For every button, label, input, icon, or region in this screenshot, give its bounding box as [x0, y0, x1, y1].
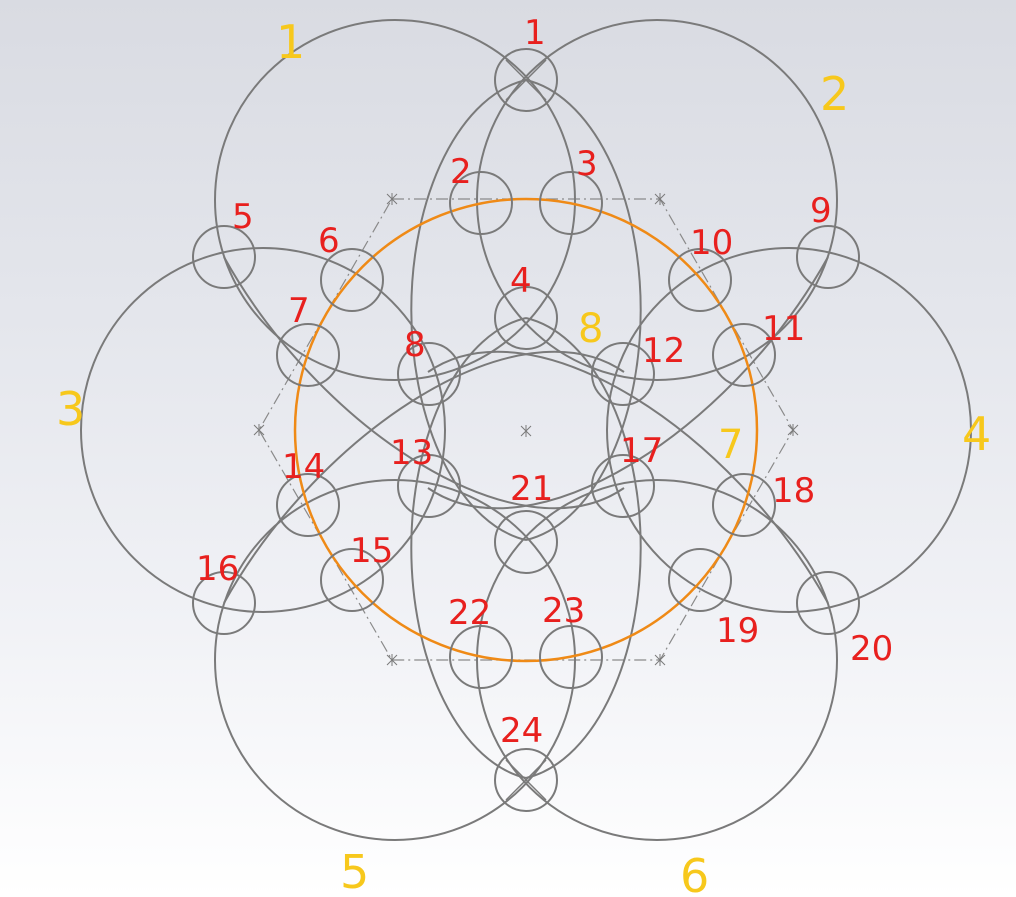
hole-crosses — [505, 59, 547, 801]
hole-label-15: 15 — [350, 531, 393, 571]
large-label-4: 4 — [962, 407, 991, 461]
hexagon-vertex-markers — [253, 193, 799, 666]
lens-arc-left-upper — [223, 256, 625, 510]
hole-label-3: 3 — [576, 144, 598, 184]
lens-arc-bottom-right — [525, 317, 642, 779]
hole-4 — [494, 286, 558, 350]
hole-14 — [276, 473, 340, 537]
small-circles — [192, 48, 860, 812]
large-label-8: 8 — [578, 306, 603, 352]
hole-24 — [494, 748, 558, 812]
large-circle-labels: 1 2 3 4 5 6 7 8 — [56, 15, 991, 897]
hole-label-2: 2 — [450, 152, 472, 192]
hole-1 — [494, 48, 558, 112]
lens-arc-right-lower — [427, 350, 829, 604]
large-circle-1 — [214, 19, 576, 381]
hole-label-13: 13 — [390, 433, 433, 473]
center-orange-circle — [293, 197, 759, 663]
lens-arc-right-upper — [427, 256, 829, 510]
small-circle-labels: 1 2 3 4 5 6 7 8 9 10 11 12 13 14 15 16 1… — [196, 13, 893, 751]
hole-19 — [668, 548, 732, 612]
large-label-3: 3 — [56, 382, 85, 436]
hole-label-19: 19 — [716, 611, 759, 651]
hole-8 — [397, 342, 461, 406]
lens-arc-bottom-left — [410, 317, 527, 779]
hole-label-17: 17 — [620, 431, 663, 471]
large-label-6: 6 — [680, 849, 709, 897]
hole-23 — [539, 625, 603, 689]
large-label-1: 1 — [276, 15, 305, 69]
large-circle-3 — [80, 247, 446, 613]
lens-arc-left-lower — [223, 350, 625, 604]
hole-label-14: 14 — [282, 447, 325, 487]
large-label-2: 2 — [820, 67, 849, 121]
lens-arc-top-left — [410, 79, 527, 541]
hole-label-10: 10 — [690, 223, 733, 263]
hole-label-8: 8 — [404, 325, 426, 365]
hole-label-5: 5 — [232, 197, 254, 237]
hole-2 — [449, 171, 513, 235]
hole-20 — [796, 571, 860, 635]
large-label-5: 5 — [340, 845, 369, 897]
hole-7 — [276, 323, 340, 387]
hole-22 — [449, 625, 513, 689]
hole-17 — [591, 454, 655, 518]
hole-label-6: 6 — [318, 221, 340, 261]
large-label-7: 7 — [718, 422, 743, 468]
hole-13 — [397, 454, 461, 518]
hole-label-11: 11 — [762, 309, 805, 349]
hole-18 — [712, 473, 776, 537]
hole-9 — [796, 225, 860, 289]
hole-6 — [320, 248, 384, 312]
hole-11 — [712, 323, 776, 387]
hole-16 — [192, 571, 256, 635]
hole-label-1: 1 — [524, 13, 546, 53]
large-circle-6 — [476, 479, 838, 841]
hole-label-7: 7 — [288, 291, 310, 331]
hole-label-20: 20 — [850, 629, 893, 669]
hole-label-22: 22 — [448, 593, 491, 633]
hole-5 — [192, 225, 256, 289]
large-circle-5 — [214, 479, 576, 841]
large-circle-4 — [606, 247, 972, 613]
hole-label-9: 9 — [810, 191, 832, 231]
hole-label-24: 24 — [500, 711, 543, 751]
hole-10 — [668, 248, 732, 312]
lens-arc-top-right — [525, 79, 642, 541]
hole-3 — [539, 171, 603, 235]
hole-label-4: 4 — [510, 261, 532, 301]
large-circle-2 — [476, 19, 838, 381]
hole-15 — [320, 548, 384, 612]
hole-21 — [494, 510, 558, 574]
hole-label-21: 21 — [510, 469, 553, 509]
hole-label-16: 16 — [196, 549, 239, 589]
hole-label-12: 12 — [642, 331, 685, 371]
hole-label-18: 18 — [772, 471, 815, 511]
hole-12 — [591, 342, 655, 406]
hole-label-23: 23 — [542, 591, 585, 631]
